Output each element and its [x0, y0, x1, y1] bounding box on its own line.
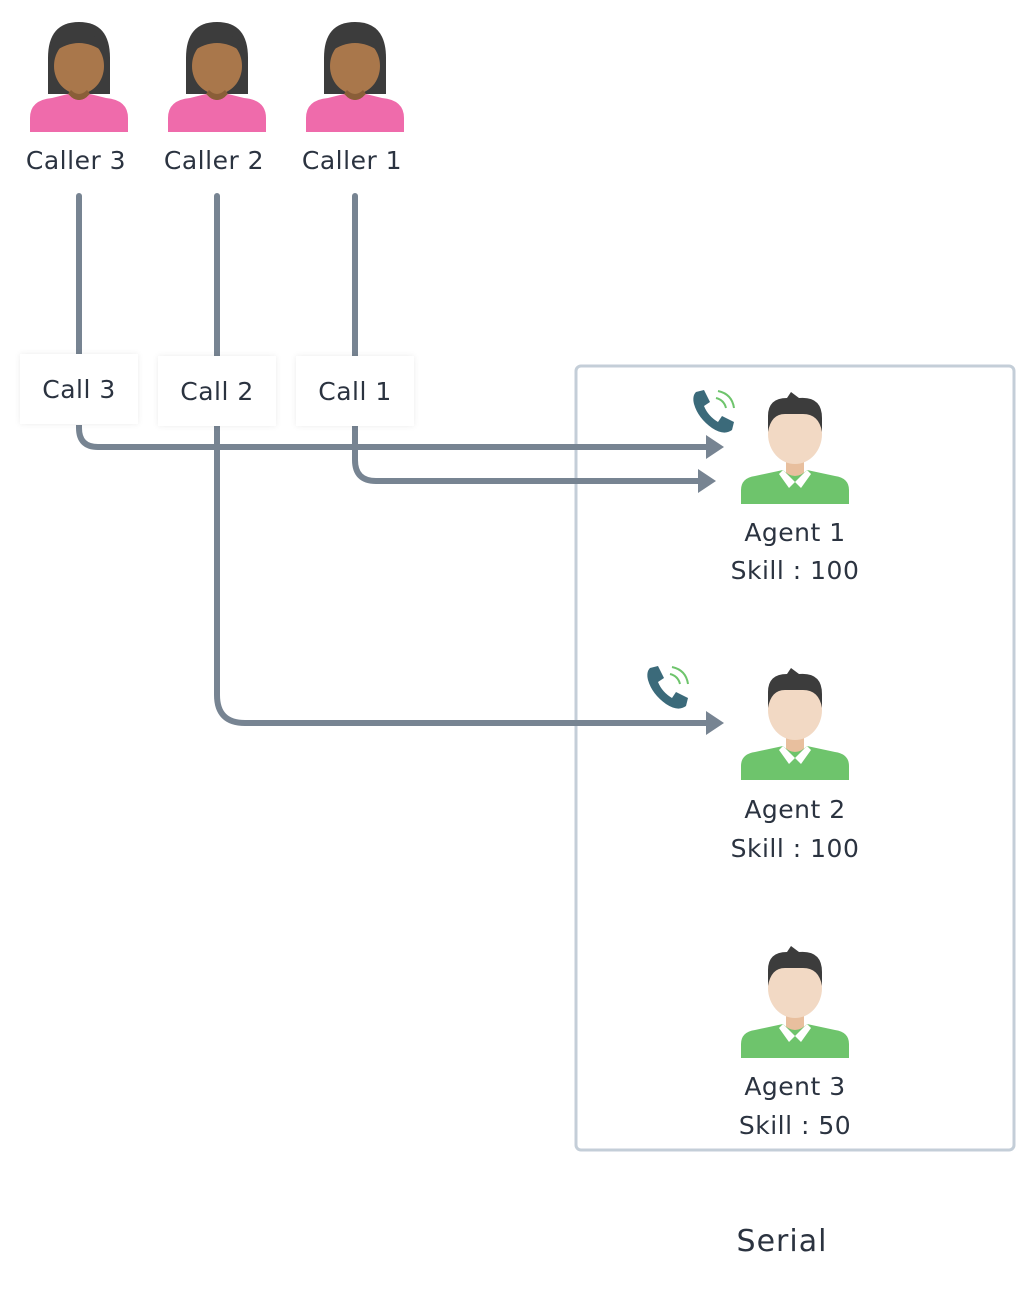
agent-3-name: Agent 3 [744, 1072, 846, 1101]
phone-ringing-icon [647, 666, 689, 709]
call-2-box: Call 2 [158, 356, 276, 426]
caller-1-label: Caller 1 [301, 146, 403, 175]
agent-2-skill: Skill : 100 [730, 834, 860, 863]
female-caller-icon [168, 22, 266, 132]
caller-3-label: Caller 3 [25, 146, 127, 175]
arrowhead-call1-agent1 [698, 469, 716, 493]
agent-1-skill: Skill : 100 [730, 556, 860, 585]
call-3-box: Call 3 [20, 354, 138, 424]
male-agent-icon [741, 946, 849, 1058]
phone-ringing-icon [693, 390, 735, 433]
arrowhead-call2-agent2 [706, 711, 724, 735]
female-caller-icon [306, 22, 404, 132]
male-agent-icon [741, 668, 849, 780]
route-call1-agent1 [352, 425, 704, 484]
agent-group-box [574, 364, 1016, 1152]
route-call2-agent2 [214, 425, 712, 726]
route-call3-agent1 [76, 425, 712, 450]
call-1-box: Call 1 [296, 356, 414, 426]
caller-2-label: Caller 2 [163, 146, 265, 175]
agent-2-name: Agent 2 [744, 795, 846, 824]
agent-1-name: Agent 1 [744, 518, 846, 547]
routing-mode-label: Serial [736, 1224, 828, 1259]
agent-3-skill: Skill : 50 [738, 1111, 852, 1140]
male-agent-icon [741, 392, 849, 504]
arrowhead-call3-agent1 [706, 435, 724, 459]
female-caller-icon [30, 22, 128, 132]
